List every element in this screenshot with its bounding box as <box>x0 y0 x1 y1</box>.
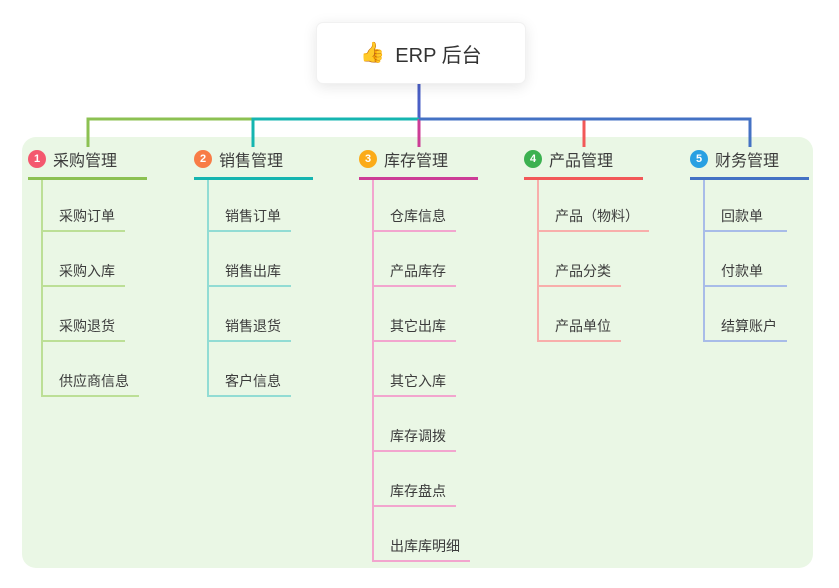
child-node[interactable]: 其它入库 <box>372 342 456 397</box>
child-node[interactable]: 采购入库 <box>41 232 125 287</box>
root-node[interactable]: 👍 ERP 后台 <box>316 22 526 84</box>
child-node[interactable]: 产品单位 <box>537 287 621 342</box>
background-panel <box>22 137 813 568</box>
branch-label: 财务管理 <box>715 153 780 170</box>
child-node[interactable]: 回款单 <box>703 180 787 232</box>
child-node[interactable]: 结算账户 <box>703 287 787 342</box>
branch-number-badge: 3 <box>359 150 377 168</box>
branch-header[interactable]: 1 采购管理 <box>28 148 147 180</box>
branch-connector-line <box>251 117 419 147</box>
child-node[interactable]: 供应商信息 <box>41 342 139 397</box>
branch-number-badge: 4 <box>524 150 542 168</box>
branch-header[interactable]: 4 产品管理 <box>524 148 643 180</box>
branch-column-finance: 5 财务管理 回款单 付款单 结算账户 <box>690 148 839 342</box>
branch-children: 产品（物料） 产品分类 产品单位 <box>524 180 684 342</box>
branch-children: 仓库信息 产品库存 其它出库 其它入库 库存调拨 库存盘点 出库库明细 <box>359 180 519 562</box>
branch-label: 采购管理 <box>53 153 118 170</box>
root-node-label: ERP 后台 <box>395 44 482 67</box>
branch-connector-line <box>419 117 586 147</box>
branch-number-badge: 5 <box>690 150 708 168</box>
branch-column-product: 4 产品管理 产品（物料） 产品分类 产品单位 <box>524 148 684 342</box>
branch-header[interactable]: 3 库存管理 <box>359 148 478 180</box>
child-node[interactable]: 仓库信息 <box>372 180 456 232</box>
branch-column-inventory: 3 库存管理 仓库信息 产品库存 其它出库 其它入库 库存调拨 库存盘点 出库库… <box>359 148 519 562</box>
child-node[interactable]: 采购退货 <box>41 287 125 342</box>
branch-children: 采购订单 采购入库 采购退货 供应商信息 <box>28 180 188 397</box>
child-node[interactable]: 产品（物料） <box>537 180 649 232</box>
child-node[interactable]: 库存调拨 <box>372 397 456 452</box>
child-node[interactable]: 产品分类 <box>537 232 621 287</box>
branch-header[interactable]: 2 销售管理 <box>194 148 313 180</box>
child-node[interactable]: 客户信息 <box>207 342 291 397</box>
branch-label: 产品管理 <box>549 153 614 170</box>
child-node[interactable]: 出库库明细 <box>372 507 470 562</box>
child-node[interactable]: 销售订单 <box>207 180 291 232</box>
child-node[interactable]: 销售退货 <box>207 287 291 342</box>
branch-children: 回款单 付款单 结算账户 <box>690 180 839 342</box>
branch-column-procurement: 1 采购管理 采购订单 采购入库 采购退货 供应商信息 <box>28 148 188 397</box>
branch-children: 销售订单 销售出库 销售退货 客户信息 <box>194 180 354 397</box>
child-node[interactable]: 库存盘点 <box>372 452 456 507</box>
child-node[interactable]: 付款单 <box>703 232 787 287</box>
branch-label: 库存管理 <box>384 153 449 170</box>
branch-header[interactable]: 5 财务管理 <box>690 148 809 180</box>
branch-number-badge: 2 <box>194 150 212 168</box>
branch-connector-line <box>419 117 752 147</box>
child-node[interactable]: 其它出库 <box>372 287 456 342</box>
thumbs-up-icon: 👍 <box>360 42 386 64</box>
child-node[interactable]: 销售出库 <box>207 232 291 287</box>
child-node[interactable]: 产品库存 <box>372 232 456 287</box>
child-node[interactable]: 采购订单 <box>41 180 125 232</box>
branch-number-badge: 1 <box>28 150 46 168</box>
branch-label: 销售管理 <box>219 153 284 170</box>
branch-column-sales: 2 销售管理 销售订单 销售出库 销售退货 客户信息 <box>194 148 354 397</box>
